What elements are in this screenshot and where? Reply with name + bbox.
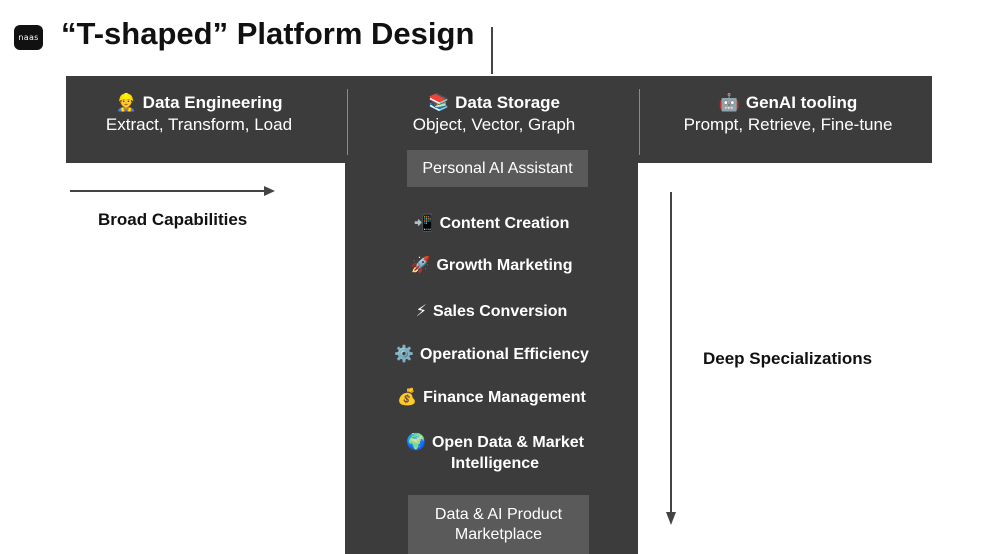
capability-subtitle: Object, Vector, Graph	[412, 115, 576, 134]
spec-growth-marketing: 🚀 Growth Marketing	[345, 254, 638, 276]
capability-subtitle: Extract, Transform, Load	[105, 115, 293, 134]
column-divider	[639, 89, 640, 155]
robot-icon: 🤖	[718, 93, 740, 113]
deep-specializations-label: Deep Specializations	[703, 349, 873, 368]
capability-title: Data Engineering	[142, 93, 283, 112]
money-bag-icon: 💰	[397, 387, 418, 406]
worker-icon: 👷	[115, 93, 137, 113]
page-title: “T-shaped” Platform Design	[61, 16, 475, 51]
spec-label: Content Creation	[439, 215, 570, 232]
capability-genai-tooling: 🤖 GenAI tooling Prompt, Retrieve, Fine-tu…	[660, 92, 916, 136]
capability-subtitle: Prompt, Retrieve, Fine-tune	[683, 115, 893, 134]
spec-finance-management: 💰 Finance Management	[345, 386, 638, 408]
personal-ai-assistant-box: Personal AI Assistant	[407, 150, 588, 187]
capability-data-engineering: 👷 Data Engineering Extract, Transform, Lo…	[66, 92, 332, 136]
logo-text: naas	[18, 33, 39, 42]
spec-content-creation: 📲 Content Creation	[345, 212, 638, 234]
mobile-phone-icon: 📲	[413, 213, 434, 232]
naas-logo: naas	[14, 25, 43, 50]
spec-sales-conversion: ⚡ Sales Conversion	[345, 300, 638, 322]
column-divider	[347, 89, 348, 155]
globe-icon: 🌍	[406, 432, 426, 451]
marketplace-label: Data & AI Product Marketplace	[434, 505, 563, 543]
spec-label: Operational Efficiency	[419, 346, 589, 363]
broad-capabilities-band	[66, 76, 932, 163]
deep-arrow	[666, 192, 676, 525]
spec-label: Finance Management	[423, 389, 586, 406]
capability-data-storage: 📚 Data Storage Object, Vector, Graph	[360, 92, 628, 136]
capability-title: GenAI tooling	[745, 93, 858, 112]
broad-capabilities-label: Broad Capabilities	[98, 210, 248, 229]
gear-icon: ⚙️	[394, 344, 414, 363]
marketplace-box: Data & AI Product Marketplace	[408, 495, 589, 554]
deep-specializations-stem	[345, 163, 638, 554]
spec-label: Open Data & Market Intelligence	[431, 434, 584, 472]
spec-label: Sales Conversion	[432, 303, 568, 320]
broad-arrow	[70, 186, 275, 196]
books-icon: 📚	[427, 93, 450, 113]
lightning-icon: ⚡	[415, 301, 427, 320]
spec-open-data-market-intelligence: 🌍 Open Data & Market Intelligence	[400, 431, 590, 474]
spec-label: Growth Marketing	[436, 257, 573, 274]
capability-title: Data Storage	[455, 93, 561, 112]
title-divider	[491, 27, 493, 74]
rocket-icon: 🚀	[410, 255, 431, 274]
spec-operational-efficiency: ⚙️ Operational Efficiency	[345, 343, 638, 365]
